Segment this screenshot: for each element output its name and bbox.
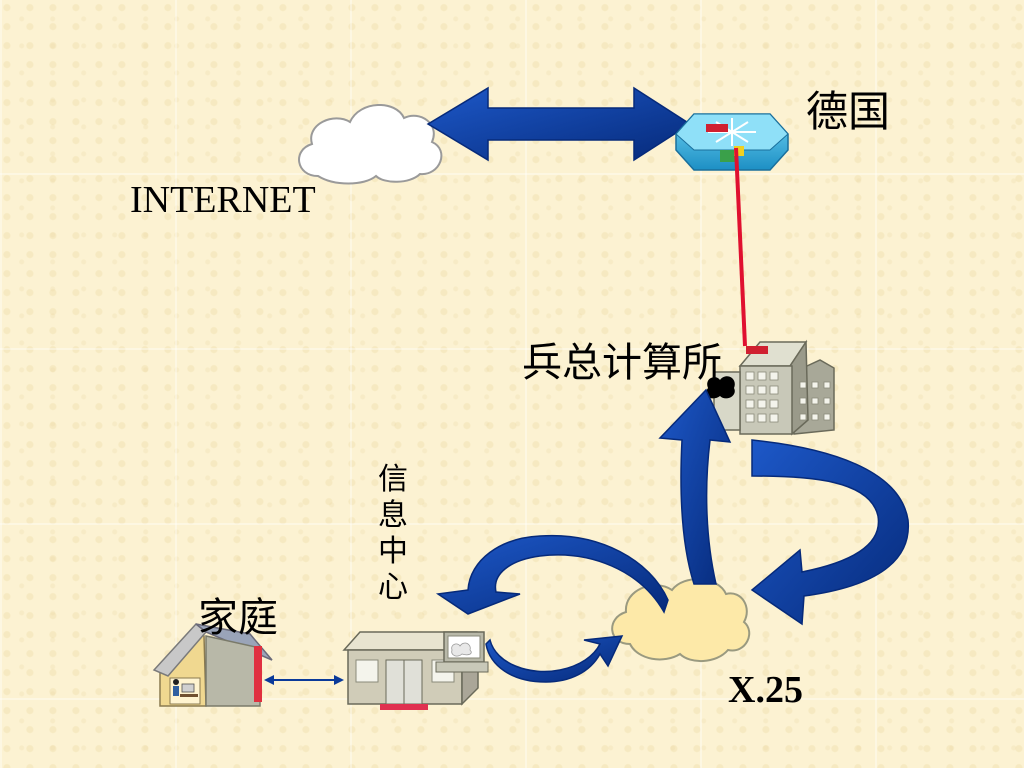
info-center-building-icon: [342, 631, 489, 710]
info-x25-lower-arrow: [485, 635, 624, 683]
internet-cloud-icon: [298, 104, 443, 185]
internet-germany-double-arrow: [426, 86, 692, 162]
home-info-double-arrow: [264, 675, 344, 685]
x25-info-upper-arrow: [435, 534, 669, 615]
info-center-label: 信息中心: [378, 462, 408, 605]
house-icon: [152, 622, 273, 707]
computer-monitor-icon: [435, 631, 489, 673]
home-label: 家庭: [198, 595, 278, 641]
germany-label: 德国: [806, 87, 891, 136]
institute-x25-curved-arrow: [750, 439, 909, 626]
computing-institute-label: 兵总计算所: [522, 340, 722, 386]
x25-cloud-icon: [611, 578, 751, 662]
x25-label: X.25: [728, 669, 803, 711]
router-icon: [675, 113, 789, 171]
x25-institute-curved-arrow: [658, 388, 732, 585]
office-building-icon: [706, 339, 835, 436]
internet-label: INTERNET: [130, 179, 316, 221]
germany-institute-link: [734, 147, 747, 347]
